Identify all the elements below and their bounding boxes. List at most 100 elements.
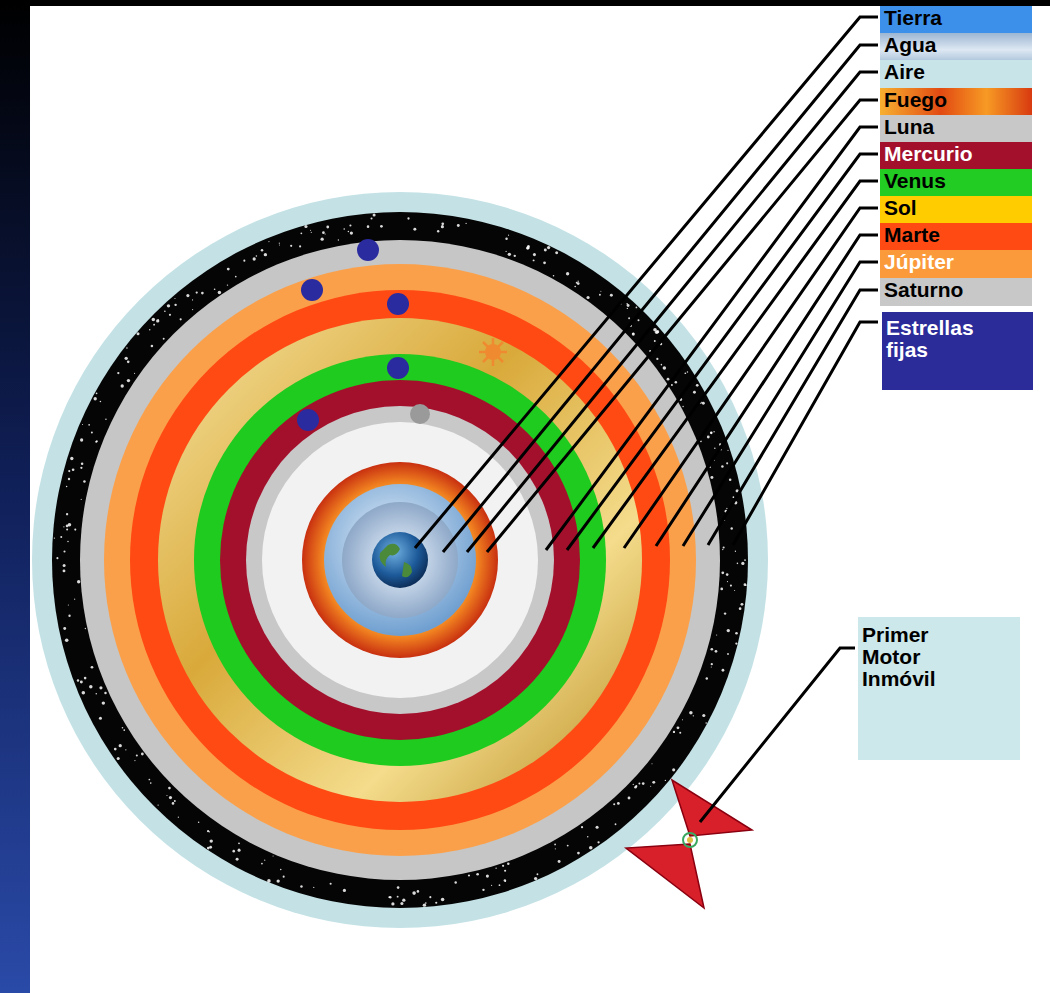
star [713, 431, 714, 432]
star [577, 852, 580, 855]
star [407, 217, 409, 219]
star [632, 333, 634, 335]
star [635, 785, 637, 787]
star [174, 800, 176, 802]
label-text: Saturno [884, 279, 1028, 301]
star [578, 281, 579, 282]
leader-line [683, 262, 878, 546]
star [256, 255, 258, 257]
moon-sphere [246, 406, 554, 714]
star [151, 345, 154, 348]
sphere-label: Mercurio [880, 142, 1032, 170]
star [300, 885, 302, 887]
star [169, 314, 171, 316]
star [615, 823, 617, 825]
star [68, 470, 70, 472]
star [83, 480, 86, 483]
star [711, 663, 713, 665]
label-text: Venus [884, 170, 1028, 192]
star [198, 821, 200, 823]
saturn-sphere [80, 240, 720, 880]
star [207, 847, 210, 850]
star [507, 863, 510, 866]
star [322, 231, 325, 234]
star [66, 528, 68, 530]
star [672, 768, 675, 771]
star [167, 304, 170, 307]
star [311, 232, 312, 233]
star [626, 303, 628, 305]
label-text: Agua [884, 34, 1028, 56]
star [587, 836, 588, 837]
star [153, 324, 155, 326]
star [180, 318, 182, 320]
star [714, 448, 715, 449]
star [119, 744, 122, 747]
element-label: Agua [880, 33, 1032, 61]
star [100, 401, 102, 403]
star [290, 245, 292, 247]
star [417, 890, 420, 893]
star [232, 850, 235, 853]
fixed-stars-sphere [52, 212, 748, 908]
star [67, 541, 69, 543]
star [737, 563, 739, 565]
star [661, 364, 663, 366]
star [652, 781, 655, 784]
label-text: Sol [884, 197, 1028, 219]
star [123, 729, 125, 731]
star [238, 842, 240, 844]
star [423, 903, 426, 906]
star [125, 749, 126, 750]
star [730, 527, 732, 529]
star [429, 896, 431, 898]
star [253, 257, 256, 260]
star [102, 701, 105, 704]
star [652, 763, 653, 764]
star [499, 884, 501, 886]
star [174, 298, 175, 299]
mercury-body [297, 409, 319, 431]
leader-line [567, 154, 878, 550]
star [326, 226, 329, 229]
star [91, 431, 93, 433]
star [547, 246, 550, 249]
star [99, 717, 102, 720]
star [689, 711, 692, 714]
planets [297, 239, 507, 431]
star [321, 238, 324, 241]
star [343, 889, 346, 892]
star [63, 526, 64, 527]
star [486, 875, 489, 878]
star [710, 476, 713, 479]
star [671, 384, 673, 386]
star [650, 786, 651, 787]
star [574, 286, 576, 288]
star [313, 887, 314, 888]
sphere-label: Venus [880, 169, 1032, 197]
star [82, 691, 86, 695]
element-label: Tierra [880, 6, 1032, 34]
star [596, 826, 599, 829]
star [192, 309, 193, 310]
star [700, 441, 702, 443]
star [441, 898, 445, 902]
star [349, 224, 351, 226]
leader-line [624, 208, 878, 548]
prime-mover-sphere [32, 192, 768, 928]
star [589, 846, 593, 850]
star [268, 241, 269, 242]
leader-line [733, 322, 878, 545]
star [402, 899, 405, 902]
star [533, 259, 535, 261]
star [654, 340, 656, 342]
star [279, 244, 280, 245]
label-text: Tierra [884, 7, 1028, 29]
star [117, 372, 119, 374]
star [504, 879, 507, 882]
star [80, 681, 83, 684]
star [104, 692, 106, 694]
star [209, 846, 212, 849]
star [727, 450, 728, 451]
star [710, 648, 713, 651]
